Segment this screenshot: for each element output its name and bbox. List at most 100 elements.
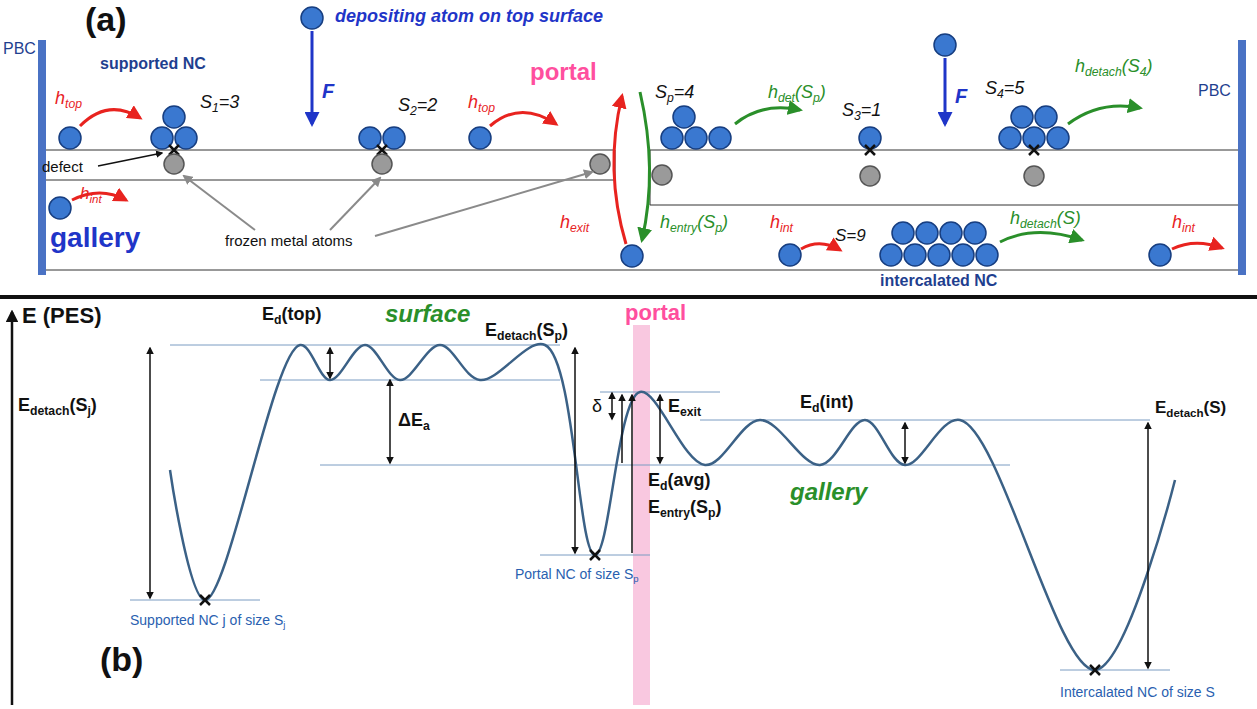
label-part: (S — [1122, 56, 1140, 76]
layer-line — [46, 270, 1238, 271]
metal-atom — [1011, 106, 1033, 128]
metal-atom — [779, 244, 801, 266]
metal-atom — [301, 7, 323, 29]
label-part: 4 — [1140, 65, 1147, 79]
label-part: (top) — [282, 304, 322, 324]
label-part: ) — [715, 497, 721, 517]
label: S2=2 — [398, 95, 437, 116]
label: S1=3 — [200, 92, 239, 113]
double-arrow — [574, 348, 576, 553]
double-arrow — [389, 380, 391, 463]
label-part: δ — [592, 396, 602, 416]
label: gallery — [50, 222, 140, 254]
label-part: =5 — [1004, 78, 1025, 98]
label-part: E — [648, 497, 660, 517]
label-part: 2 — [410, 104, 417, 118]
label-part: (S — [536, 320, 554, 340]
metal-atom — [163, 106, 185, 128]
label-part: =2 — [417, 95, 438, 115]
label-part: S — [655, 82, 667, 102]
label-part: entry — [670, 221, 697, 235]
label-part: (S — [697, 212, 715, 232]
metal-atom — [685, 127, 707, 149]
label-part: entry — [660, 506, 690, 520]
metal-atom — [709, 127, 731, 149]
label: (a) — [85, 0, 127, 39]
label: hint — [1172, 212, 1195, 233]
label-part: exit — [680, 405, 701, 419]
label-part: gallery — [790, 478, 867, 505]
label-part: Supported NC j of size S — [130, 612, 283, 628]
metal-atom — [469, 127, 491, 149]
portal-band — [633, 325, 650, 705]
label: Edetach(Sp) — [485, 320, 568, 341]
label-part: depositing atom on top surface — [335, 6, 603, 26]
metal-atom — [916, 222, 938, 244]
label: depositing atom on top surface — [335, 6, 603, 27]
label-part: F — [322, 80, 334, 102]
label: (b) — [100, 640, 143, 679]
arrow — [80, 110, 140, 126]
label: frozen metal atoms — [225, 232, 353, 249]
label: S=9 — [835, 226, 866, 246]
label-part: h — [468, 92, 478, 112]
label-part: detach — [1020, 217, 1057, 231]
double-arrow — [611, 393, 613, 419]
label: δ — [592, 396, 602, 417]
label-part: Intercalated NC of size S — [1060, 684, 1215, 700]
label-part: F — [955, 85, 967, 107]
label: PBC — [1198, 82, 1231, 100]
arrow — [184, 176, 255, 230]
label: Intercalated NC of size S — [1060, 684, 1215, 700]
arrow — [621, 395, 623, 463]
layer-line — [650, 150, 1238, 205]
label-part: h — [770, 212, 780, 232]
label-part: a — [423, 419, 430, 433]
label: hint — [770, 212, 793, 233]
label-part: S — [398, 95, 410, 115]
metal-atom — [999, 127, 1021, 149]
label: Supported NC j of size Sj — [130, 612, 285, 628]
label-part: ) — [722, 212, 728, 232]
potential-energy-curve — [170, 344, 1175, 670]
defect-cross — [1090, 665, 1100, 675]
arrow — [311, 31, 314, 124]
label: Sp=4 — [655, 82, 694, 103]
frozen-atom — [652, 165, 672, 185]
metal-atom — [859, 127, 881, 149]
label-part: (S) — [1057, 208, 1081, 228]
label-part: (int) — [820, 392, 854, 412]
label: htop — [468, 92, 495, 113]
frozen-atom — [590, 154, 610, 174]
metal-atom — [976, 244, 998, 266]
label: Eentry(Sp) — [648, 497, 721, 518]
label-part: d — [274, 313, 281, 327]
arrow — [1068, 106, 1140, 124]
reference-line — [260, 380, 560, 381]
reference-line — [1060, 670, 1170, 671]
label-part: E — [18, 395, 30, 415]
label-part: d — [812, 401, 819, 415]
label: hdetach(S4) — [1075, 56, 1153, 77]
label-part: p — [708, 506, 715, 520]
label: Edetach(Sj) — [18, 395, 97, 416]
metal-atom — [940, 222, 962, 244]
label: F — [322, 80, 334, 103]
label-part: h — [1075, 56, 1085, 76]
metal-atom — [934, 34, 956, 56]
label-part: p — [667, 91, 674, 105]
label-part: ) — [820, 82, 826, 102]
label: F — [955, 85, 967, 108]
label: htop — [55, 88, 82, 109]
label: hdet(Sp) — [768, 82, 826, 103]
metal-atom — [964, 222, 986, 244]
label-part: E — [668, 396, 680, 416]
pbc-bar — [38, 40, 46, 275]
label-part: ) — [562, 320, 568, 340]
label-part: (S — [690, 497, 708, 517]
arrow — [98, 153, 162, 166]
label-part: p — [715, 221, 722, 235]
defect-cross — [200, 595, 210, 605]
